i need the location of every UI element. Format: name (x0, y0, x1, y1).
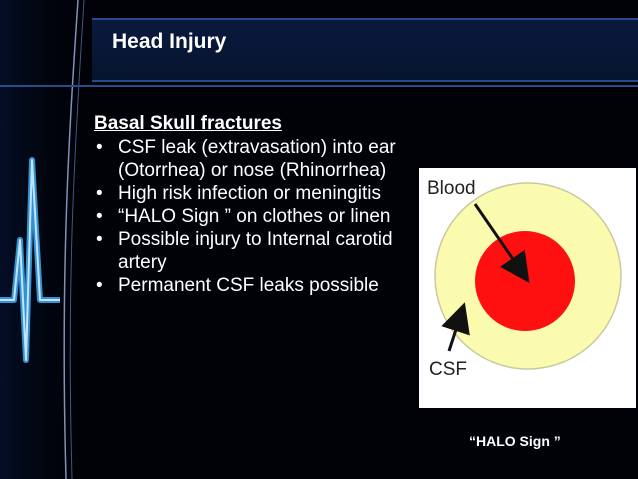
bullet-text: High risk infection or meningitis (118, 183, 381, 204)
bullet-text: “HALO Sign ” on clothes or linen (118, 206, 391, 227)
bullet-item: • “HALO Sign ” on clothes or linen (94, 205, 414, 228)
halo-sign-figure: Blood CSF (419, 168, 636, 408)
side-glow (0, 0, 90, 479)
bullet-icon: • (96, 137, 103, 158)
slide-title: Head Injury (112, 30, 227, 53)
bullet-list: • CSF leak (extravasation) into ear (Oto… (94, 136, 414, 297)
slide-content: Basal Skull fractures • CSF leak (extrav… (94, 112, 414, 297)
bullet-icon: • (96, 183, 103, 204)
bullet-icon: • (96, 275, 103, 296)
csf-label: CSF (429, 359, 467, 380)
bullet-icon: • (96, 229, 103, 250)
bullet-icon: • (96, 206, 103, 227)
ecg-line-highlight (0, 159, 60, 361)
accent-curve-2 (69, 0, 85, 479)
bullet-item: • High risk infection or meningitis (94, 182, 414, 205)
bullet-text: Permanent CSF leaks possible (118, 275, 379, 296)
blood-label: Blood (427, 178, 476, 199)
halo-diagram: Blood CSF (427, 178, 622, 380)
section-subheading: Basal Skull fractures (94, 113, 282, 134)
bullet-item: • Permanent CSF leaks possible (94, 274, 414, 297)
bullet-text: CSF leak (extravasation) into ear (Otorr… (118, 137, 396, 181)
blood-core (475, 231, 575, 331)
bullet-item: • Possible injury to Internal carotid ar… (94, 228, 414, 274)
bullet-text: Possible injury to Internal carotid arte… (118, 229, 393, 273)
figure-caption: “HALO Sign ” (469, 433, 561, 449)
blood-arrow (473, 203, 530, 283)
title-bar (92, 18, 638, 82)
csf-arrow (441, 302, 470, 352)
bullet-item: • CSF leak (extravasation) into ear (Oto… (94, 136, 414, 182)
accent-curve-1 (63, 0, 79, 479)
